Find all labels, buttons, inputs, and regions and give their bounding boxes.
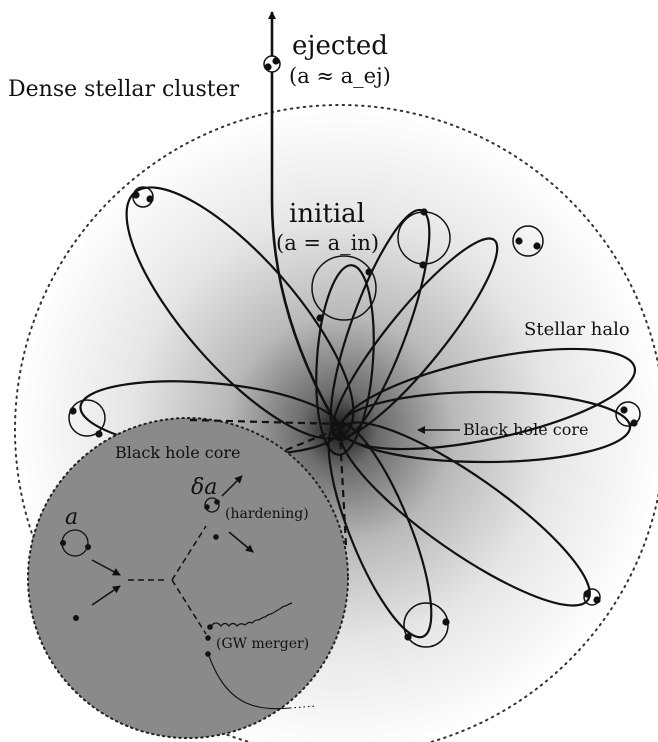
initial-condition: (a = a_in) [276, 231, 379, 255]
stellar-halo-label: Stellar halo [524, 319, 630, 340]
inset-label-a: a [65, 505, 78, 530]
hardening-label: (hardening) [225, 506, 309, 522]
core-pointer-label: Black hole core [463, 420, 588, 439]
binary-left [68, 399, 106, 438]
gw-merger-label: (GW merger) [216, 636, 309, 652]
binary-lower-right [583, 588, 601, 606]
inset-single-star [73, 615, 79, 621]
orbit-lower-right [339, 421, 591, 607]
gw-remnant-trail [208, 655, 291, 710]
binaries [68, 186, 641, 648]
binary-upper-left [132, 186, 154, 208]
inset-title: Black hole core [115, 443, 240, 462]
dense-cluster-label: Dense stellar cluster [8, 77, 240, 102]
core-inset [27, 417, 349, 739]
inset-binary-hardened [204, 497, 220, 513]
inset-recoil-star [213, 534, 219, 540]
ejection-path [270, 60, 342, 431]
gw-inspiral [210, 602, 293, 627]
initial-label: initial [289, 199, 365, 229]
binary-right [615, 401, 641, 427]
inset-label-delta-a: δa [191, 475, 217, 500]
binary-ejected [263, 55, 281, 73]
inset-merged-bh [205, 651, 211, 657]
binary-bottom [403, 602, 450, 648]
orbit-upper-center [315, 264, 375, 456]
binary-top-right-b [512, 225, 544, 257]
ejected-label: ejected [292, 31, 388, 61]
ejected-condition: (a ≈ a_ej) [289, 64, 391, 88]
binary-top-right-a [397, 208, 451, 269]
binary-initial [311, 255, 377, 322]
